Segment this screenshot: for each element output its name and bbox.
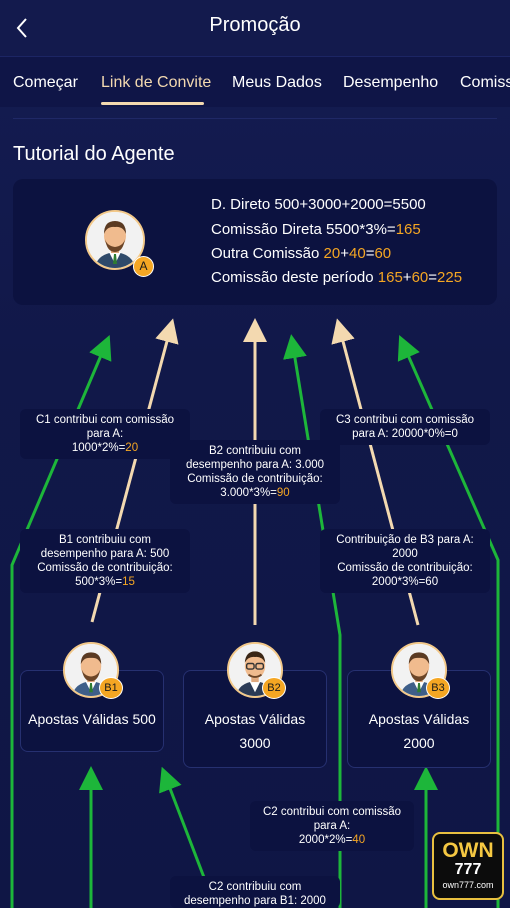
text: para A: (313, 820, 351, 832)
text: C3 contribui com comissão (335, 414, 475, 426)
card-label: Apostas Válidas 500 (28, 711, 156, 727)
value: 40 (349, 245, 366, 262)
label-c3: C3 contribui com comissão para A: 20000*… (320, 409, 490, 445)
label-b1: B1 contribuiu com desempenho para A: 500… (20, 529, 190, 593)
text: 500*3%=15 (26, 575, 184, 589)
tab-comissao[interactable]: Comiss (460, 74, 510, 91)
value: 20 (125, 442, 139, 454)
direct-deposit-line: D. Direto 500+3000+2000=5500 (211, 196, 426, 213)
agent-badge: A (133, 256, 154, 277)
value: 20 (323, 245, 341, 262)
chevron-left-icon (16, 18, 27, 38)
text: 1000*2%= (71, 442, 126, 454)
text: Outra Comissão (211, 245, 324, 262)
text: 2000*2%=40 (256, 833, 408, 847)
man-avatar-icon (87, 212, 143, 268)
text: desempenho para B1: 2000 (184, 895, 326, 907)
logo-mid: 777 (454, 861, 482, 878)
tab-link-de-convite[interactable]: Link de Convite (101, 74, 212, 91)
value: 90 (276, 487, 290, 499)
value: 60 (374, 245, 392, 262)
b2-badge: B2 (262, 677, 286, 699)
text: 500*3%= (75, 576, 123, 588)
label-c1: C1 contribui com comissão para A: 1000*2… (20, 409, 190, 459)
agent-avatar (85, 210, 145, 270)
card-value: 2000 (403, 735, 435, 751)
card-label: Apostas Válidas (368, 711, 470, 727)
text: = (365, 245, 375, 262)
text: Comissão Direta 5500*3%= (211, 221, 396, 238)
text: + (402, 269, 412, 286)
back-button[interactable] (12, 14, 34, 42)
top-bar: Promoção (0, 0, 510, 56)
card-label: Apostas Válidas (204, 711, 306, 727)
value: 165 (377, 269, 403, 286)
own777-logo[interactable]: OWN 777 own777.com (432, 832, 504, 900)
text: desempenho para A: 500 (40, 548, 170, 560)
tab-bar: Começar Link de Convite Meus Dados Desem… (0, 56, 510, 107)
value: 40 (352, 834, 366, 846)
text: Comissão de contribuição: (187, 473, 323, 485)
text: B1 contribuiu com (58, 534, 152, 546)
green-arrow-c2 (159, 766, 207, 881)
value: 165 (395, 221, 421, 238)
value: 225 (437, 269, 463, 286)
text: B2 contribuiu com (208, 445, 302, 457)
b1-badge: B1 (99, 677, 123, 699)
text: C2 contribuiu com (208, 881, 302, 893)
tab-meus-dados[interactable]: Meus Dados (232, 74, 322, 91)
card-value: 3000 (239, 735, 271, 751)
logo-top: OWN (442, 839, 494, 862)
period-commission-line: Comissão deste período 165+60=225 (211, 269, 462, 286)
text: desempenho para A: 3.000 (185, 459, 325, 471)
text: Comissão de contribuição: (37, 562, 173, 574)
section-title: Tutorial do Agente (13, 143, 175, 165)
text: para A: 20000*0%=0 (352, 428, 458, 440)
text: 1000*2%=20 (26, 441, 184, 455)
text: 3.000*3%= (220, 487, 277, 499)
text: para A: (86, 428, 124, 440)
label-b2: B2 contribuiu com desempenho para A: 3.0… (170, 440, 340, 504)
text: C2 contribui com comissão (262, 806, 402, 818)
label-c2: C2 contribui com comissão para A: 2000*2… (250, 801, 414, 851)
text: 2000*3%=60 (371, 576, 439, 588)
tab-desempenho[interactable]: Desempenho (343, 74, 439, 91)
text: = (428, 269, 438, 286)
label-b3: Contribuição de B3 para A: 2000 Comissão… (320, 529, 490, 593)
label-c2-b1: C2 contribuiu com desempenho para B1: 20… (170, 876, 340, 908)
b3-badge: B3 (426, 677, 450, 699)
text: + (340, 245, 349, 262)
page-title: Promoção (209, 14, 301, 36)
text: 2000 (392, 548, 418, 560)
logo-url: own777.com (442, 880, 494, 890)
text: C1 contribui com comissão (35, 414, 175, 426)
text: Contribuição de B3 para A: (336, 534, 474, 546)
active-tab-indicator (101, 102, 204, 105)
other-commission-line: Outra Comissão 20+40=60 (211, 245, 391, 262)
direct-commission-line: Comissão Direta 5500*3%=165 (211, 221, 421, 238)
text: Comissão deste período (211, 269, 378, 286)
text: 3.000*3%=90 (176, 486, 334, 500)
value: 60 (411, 269, 429, 286)
tab-comecar[interactable]: Começar (13, 74, 78, 91)
divider (13, 118, 497, 119)
text: 2000*2%= (298, 834, 353, 846)
value: 15 (122, 576, 135, 588)
text: Comissão de contribuição: (337, 562, 473, 574)
